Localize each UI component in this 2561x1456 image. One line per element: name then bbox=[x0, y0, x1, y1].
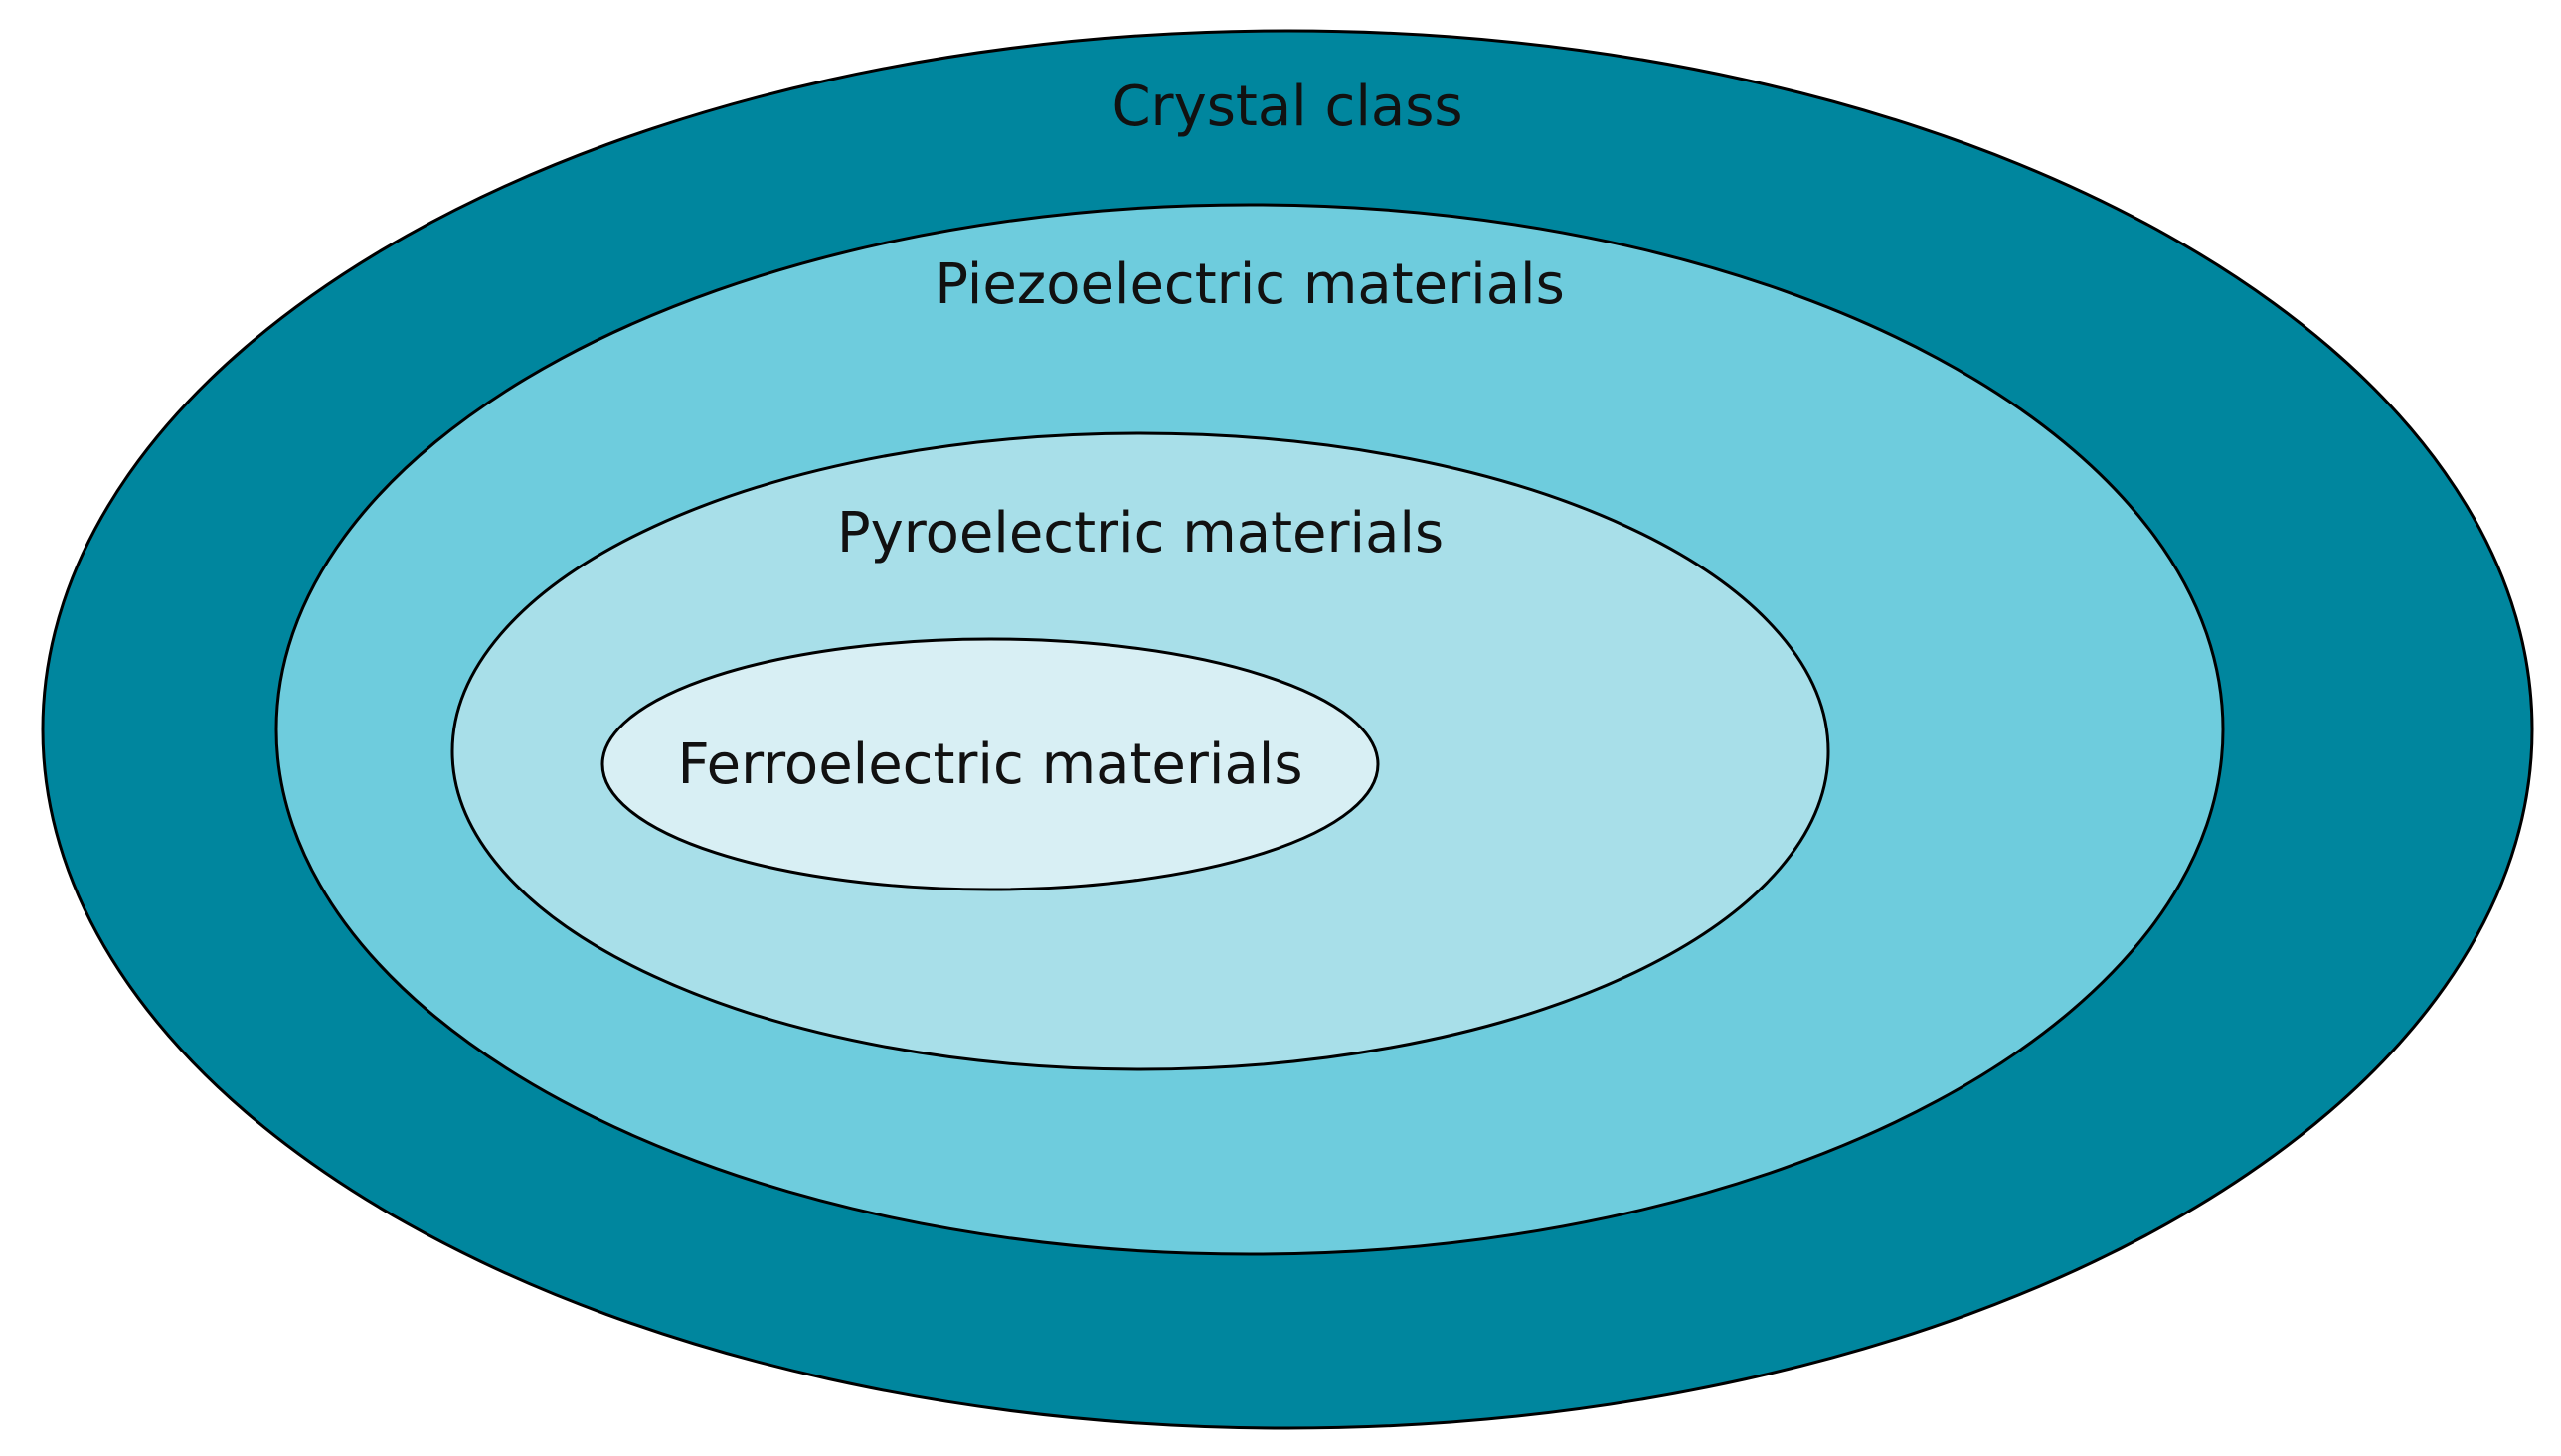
piezoelectric-label: Piezoelectric materials bbox=[935, 252, 1565, 317]
ferroelectric-label: Ferroelectric materials bbox=[678, 732, 1303, 797]
ferroelectric-ellipse bbox=[600, 637, 1380, 891]
crystal-class-label: Crystal class bbox=[1111, 75, 1462, 139]
pyroelectric-label: Pyroelectric materials bbox=[837, 501, 1444, 566]
